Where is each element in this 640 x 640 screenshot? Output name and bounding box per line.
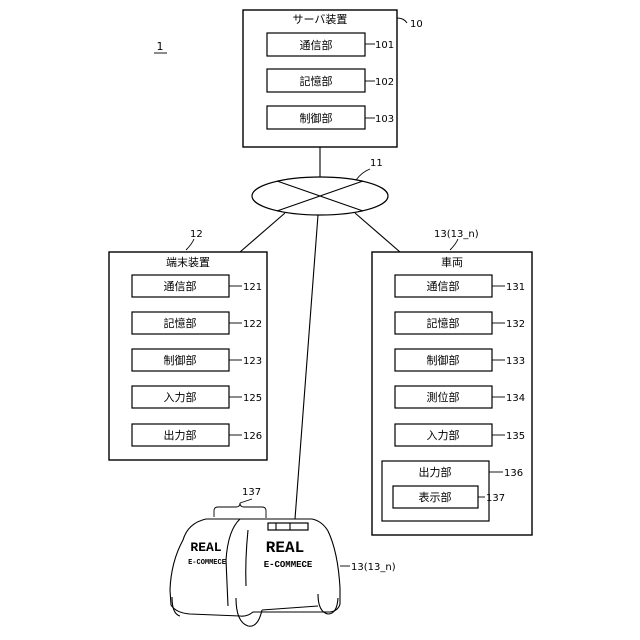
- vehicle-output-ref: 136: [504, 468, 523, 479]
- server-unit-ref: 102: [375, 77, 394, 88]
- server-ref-leader: [397, 18, 407, 23]
- vehicle-side-text-2: E-COMMECE: [188, 559, 226, 567]
- server-unit-label: 通信部: [300, 38, 333, 52]
- server-unit-ref: 101: [375, 40, 394, 51]
- network-ref-leader: [356, 169, 370, 180]
- terminal-unit-ref: 122: [243, 319, 262, 330]
- vehicle-unit-label: 制御部: [427, 353, 460, 367]
- terminal-title: 端末装置: [166, 255, 210, 269]
- terminal-unit-label: 通信部: [164, 279, 197, 293]
- terminal-unit-label: 記憶部: [164, 316, 197, 330]
- vehicle-unit-ref: 131: [506, 282, 525, 293]
- vehicle-unit-ref: 132: [506, 319, 525, 330]
- vehicle-ref: 13(13_n): [434, 229, 479, 240]
- vehicle-rear-wheel: [318, 594, 338, 614]
- terminal-unit-ref: 126: [243, 431, 262, 442]
- terminal-unit-label: 制御部: [164, 353, 197, 367]
- terminal-device: 端末装置 12 通信部 121 記憶部 122 制御部 123 入力部 125: [109, 229, 267, 460]
- vehicle-display-label: 表示部: [419, 490, 452, 504]
- vehicle-unit-label: 入力部: [427, 428, 460, 442]
- vehicle-ref-leader: [450, 239, 458, 250]
- server-device: サーバ装置 10 通信部 101 記憶部 102 制御部 103: [243, 10, 423, 147]
- terminal-ref-leader: [186, 239, 194, 250]
- server-title: サーバ装置: [293, 13, 348, 26]
- network-vehicle-line: [355, 213, 400, 252]
- terminal-ref: 12: [190, 229, 203, 240]
- vehicle-illustration: REAL E-COMMECE REAL E-COMMECE 137 13(13_…: [170, 487, 396, 626]
- vehicle-body-seam: [226, 519, 240, 606]
- vehicle-unit-ref: 133: [506, 356, 525, 367]
- vehicle-window-line: [246, 530, 248, 586]
- vehicle-display-ref: 137: [486, 493, 505, 504]
- terminal-unit-label: 出力部: [164, 428, 197, 442]
- vehicle-left-wheel: [172, 597, 180, 616]
- illustration-display-ref: 137: [242, 487, 261, 498]
- network-illustration-line: [295, 215, 318, 519]
- illustration-ref: 13(13_n): [351, 562, 396, 573]
- vehicle-device: 車両 13(13_n) 通信部 131 記憶部 132 制御部 133 測位部 …: [372, 229, 532, 535]
- vehicle-body: [170, 519, 340, 616]
- vehicle-roof-display: [268, 523, 308, 530]
- network-terminal-line: [240, 213, 285, 252]
- vehicle-front-text-2: E-COMMECE: [264, 560, 313, 570]
- vehicle-output-label: 出力部: [419, 465, 452, 479]
- vehicle-unit-label: 通信部: [427, 279, 460, 293]
- vehicle-unit-ref: 134: [506, 393, 525, 404]
- server-unit-ref: 103: [375, 114, 394, 125]
- terminal-unit-label: 入力部: [164, 390, 197, 404]
- illustration-display-bracket: [214, 503, 266, 518]
- figure-label: 1: [157, 40, 164, 53]
- vehicle-unit-label: 測位部: [427, 390, 460, 404]
- vehicle-unit-label: 記憶部: [427, 316, 460, 330]
- vehicle-title: 車両: [441, 255, 463, 269]
- terminal-unit-ref: 125: [243, 393, 262, 404]
- server-unit-label: 記憶部: [300, 74, 333, 88]
- terminal-unit-ref: 123: [243, 356, 262, 367]
- server-ref: 10: [410, 19, 423, 30]
- terminal-unit-ref: 121: [243, 282, 262, 293]
- vehicle-unit-ref: 135: [506, 431, 525, 442]
- server-unit-label: 制御部: [300, 111, 333, 125]
- vehicle-side-text-1: REAL: [190, 540, 221, 555]
- vehicle-front-text-1: REAL: [266, 539, 304, 557]
- network-ref: 11: [370, 158, 383, 169]
